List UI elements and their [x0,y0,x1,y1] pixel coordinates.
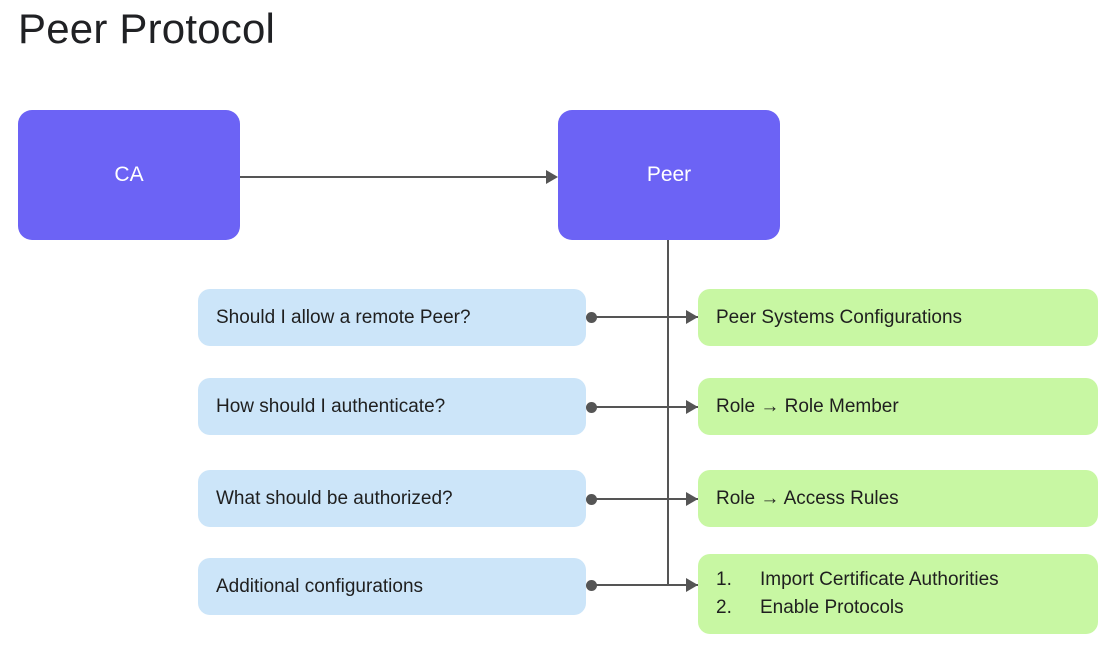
node-answer-3[interactable]: Role → Access Rules [698,470,1098,527]
answer-4-ordered-list: 1. Import Certificate Authorities 2. Enable… [716,566,1098,622]
node-answer-3-label: Role → Access Rules [716,487,899,509]
edge-peer-trunk-line [667,240,669,585]
edge-ca-to-peer-arrowhead [546,170,558,184]
node-question-2[interactable]: How should I authenticate? [198,378,586,435]
edge-row-3-line [591,498,698,500]
node-answer-2[interactable]: Role → Role Member [698,378,1098,435]
edge-row-1-arrowhead [686,310,698,324]
page-title: Peer Protocol [18,5,276,52]
node-ca[interactable]: CA [18,110,240,240]
edge-row-1-line [591,316,698,318]
node-question-1-label: Should I allow a remote Peer? [216,306,471,328]
answer-4-list-item-text: Enable Protocols [760,597,904,618]
node-ca-label: CA [114,163,144,186]
node-question-2-label: How should I authenticate? [216,395,446,417]
node-peer[interactable]: Peer [558,110,780,240]
edge-row-4-line [591,584,698,586]
node-question-3-label: What should be authorized? [216,487,453,509]
node-peer-label: Peer [646,163,692,186]
edge-row-4-arrowhead [686,578,698,592]
answer-4-list-item: 2. Enable Protocols [716,594,1098,622]
node-answer-1[interactable]: Peer Systems Configurations [698,289,1098,346]
answer-4-list-item-text: Import Certificate Authorities [760,569,999,590]
answer-4-list-item-number: 2. [716,597,732,618]
answer-4-list-item: 1. Import Certificate Authorities [716,566,1098,594]
node-question-1[interactable]: Should I allow a remote Peer? [198,289,586,346]
node-question-4[interactable]: Additional configurations [198,558,586,615]
edge-row-2-line [591,406,698,408]
node-answer-4[interactable]: 1. Import Certificate Authorities 2. Enable… [698,554,1098,634]
node-answer-1-label: Peer Systems Configurations [716,306,963,328]
answer-4-list-item-number: 1. [716,569,732,590]
node-question-3[interactable]: What should be authorized? [198,470,586,527]
node-answer-2-label: Role → Role Member [716,395,899,417]
edge-row-3-arrowhead [686,492,698,506]
node-question-4-label: Additional configurations [216,575,424,597]
edge-row-2-arrowhead [686,400,698,414]
edge-ca-to-peer-line [240,176,546,178]
